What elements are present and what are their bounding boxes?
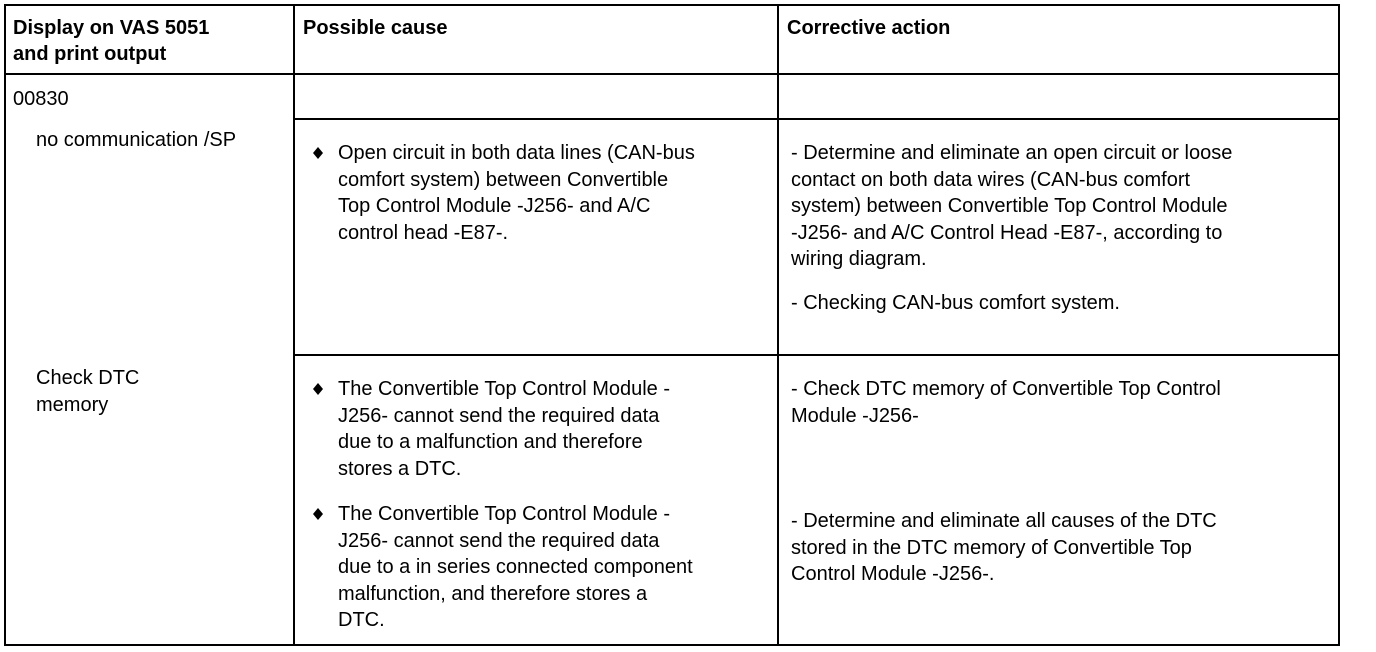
row-2-cause-1: The Convertible Top Control Module - J25… [338,376,670,482]
row-2-display-line-1: Check DTC [36,367,140,389]
header-display: Display on VAS 5051 and print output [13,15,209,67]
column-divider-2 [777,4,779,646]
action-line: Module -J256- [791,404,919,427]
cause-line: due to a malfunction and therefore [338,431,643,453]
cause-line: The Convertible Top Control Module - [338,378,671,400]
row-2-action-2: - Determine and eliminate all causes of … [791,508,1217,588]
cause-line: comfort system) between Convertible [338,168,669,191]
cause-line: control head -E87-. [338,221,509,244]
bullet-icon [313,508,323,520]
header-display-line-1: Display on VAS 5051 [13,17,210,39]
action-line: contact on both data wires (CAN-bus comf… [791,168,1191,191]
action-line: stored in the DTC memory of Convertible … [791,536,1192,559]
row-1-action-1: - Determine and eliminate an open circui… [791,140,1232,273]
action-line: - Determine and eliminate all causes of … [791,510,1217,532]
bullet-icon [313,147,323,159]
cause-line: due to a in series connected component [338,556,693,578]
action-line: - Check DTC memory of Convertible Top Co… [791,378,1221,400]
row-2-display: Check DTC memory [36,365,139,418]
action-line: - Checking CAN-bus comfort system. [791,292,1120,314]
action-line: -J256- and A/C Control Head -E87-, accor… [791,221,1223,244]
cause-line: stores a DTC. [338,457,462,480]
action-line: - Determine and eliminate an open circui… [791,142,1233,164]
row-2-cause-2: The Convertible Top Control Module - J25… [338,501,693,634]
row-1-display: no communication /SP [36,127,236,154]
cause-line: J256- cannot send the required data [338,404,660,427]
row-divider [294,354,1340,356]
fault-code: 00830 [13,88,69,110]
row-1-display-line-1: no communication /SP [36,129,237,151]
cause-line: Top Control Module -J256- and A/C [338,195,651,217]
cause-line: malfunction, and therefore stores a [338,582,648,605]
row-2-display-line-2: memory [36,393,109,416]
cause-line: Open circuit in both data lines (CAN-bus [338,142,695,164]
header-possible-cause: Possible cause [303,17,448,39]
cause-line: DTC. [338,609,385,631]
row-2-action-1: - Check DTC memory of Convertible Top Co… [791,376,1221,429]
cause-line: The Convertible Top Control Module - [338,503,671,525]
diagnostic-table [4,4,1340,646]
column-divider-1 [293,4,295,646]
fault-code-row-divider [294,118,1340,120]
header-display-line-2: and print output [13,43,167,65]
action-line: Control Module -J256-. [791,563,995,585]
header-divider [4,73,1340,75]
action-line: wiring diagram. [791,248,927,270]
bullet-icon [313,383,323,395]
header-corrective-action: Corrective action [787,17,951,39]
row-1-action-2: - Checking CAN-bus comfort system. [791,290,1120,317]
cause-line: J256- cannot send the required data [338,529,660,552]
row-1-cause-1: Open circuit in both data lines (CAN-bus… [338,140,695,246]
action-line: system) between Convertible Top Control … [791,195,1228,217]
